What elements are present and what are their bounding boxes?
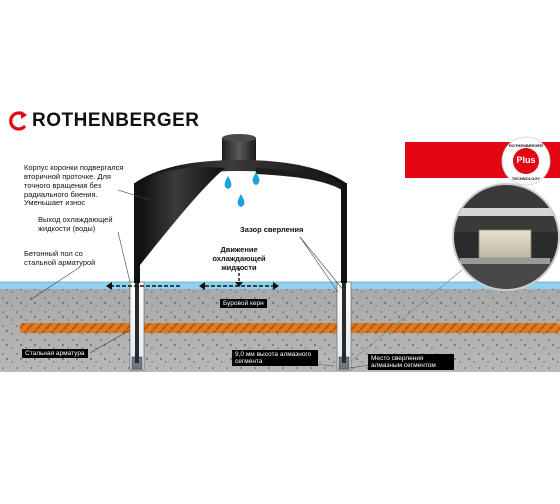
pointer-gap-2	[299, 236, 346, 293]
flow-arrowhead	[235, 282, 243, 287]
water-film	[0, 282, 560, 289]
tube-left-upper	[134, 183, 140, 283]
spindle-top	[222, 134, 256, 142]
water-drop-icon	[224, 176, 232, 189]
tag-drilling-spot: Место сверления алмазным сегментом	[368, 354, 454, 371]
tag-segment-height: 9,0 мм высота алмазного сегмента	[232, 350, 318, 367]
pointer-spot	[348, 364, 371, 369]
brand-logo: ROTHENBERGER	[6, 110, 200, 132]
pointer-outlet	[117, 231, 131, 283]
tag-drill-core: Буровой керн	[220, 299, 267, 309]
brand-name: ROTHENBERGER	[32, 110, 200, 131]
label-concrete-floor: Бетонный пол со стальной арматурой	[24, 249, 96, 267]
pointer-floor	[29, 266, 81, 301]
flow-arrowhead-left	[106, 282, 112, 290]
housing-cone	[135, 160, 346, 190]
tag-steel-rebar: Стальная арматура	[22, 349, 88, 359]
housing-shell	[135, 167, 225, 265]
label-coolant-outlet: Выход охлаждающей жидкости (воды)	[38, 215, 113, 233]
label-coolant-movement: Движение охлаждающей жидкости	[212, 245, 266, 272]
water-drop-icon	[252, 172, 260, 185]
label-housing: Корпус коронки подвергался вторичной про…	[24, 163, 124, 208]
rebar-bar	[20, 323, 560, 333]
water-drop-icon	[237, 194, 245, 207]
pointer-rebar	[89, 329, 131, 354]
zoom-pointer	[349, 269, 463, 363]
tube-right-upper	[341, 183, 347, 283]
zoom-circle-border	[452, 183, 560, 291]
brand-badge-inner	[513, 148, 539, 174]
badge-center-text: Plus	[516, 155, 536, 165]
flow-arrowhead-right2	[199, 282, 205, 290]
label-drilling-gap: Зазор сверления	[240, 225, 304, 234]
badge-bottom-text: TECHNOLOGY	[511, 176, 541, 181]
pointer-housing	[117, 189, 151, 201]
badge-top-text: ROTHENBERGER	[508, 143, 543, 148]
pointer-gap	[299, 236, 339, 293]
cut-arrow-icon	[9, 111, 27, 131]
diamond-segment	[478, 229, 532, 259]
flow-arrowhead-right	[273, 282, 279, 290]
